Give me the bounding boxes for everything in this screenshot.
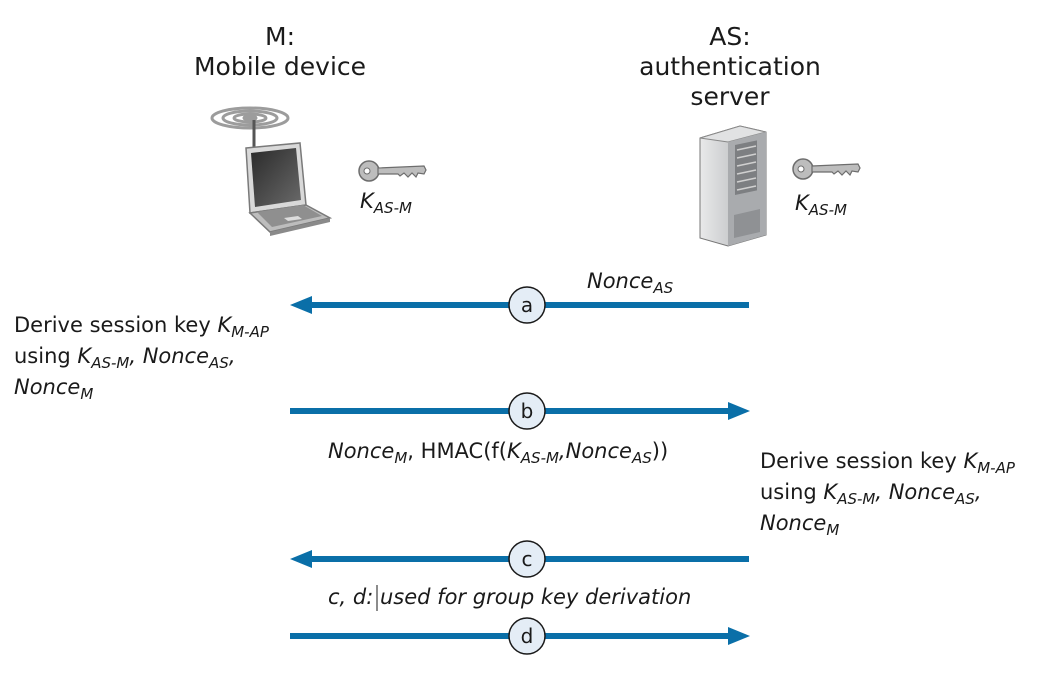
arrow-b: b (290, 392, 750, 430)
message-b: NonceM, HMAC(f(KAS-M,NonceAS)) (328, 439, 669, 467)
auth-server-name-2: server (690, 82, 770, 111)
auth-server-label: AS: (709, 22, 751, 51)
laptop-icon (245, 120, 333, 236)
key-label-server: KAS-M (795, 191, 847, 219)
key-icon (358, 160, 427, 182)
mobile-device-label: M: (265, 22, 295, 51)
message-a: NonceAS (587, 269, 674, 297)
derive-line-2: using KAS-M, NonceAS, (760, 480, 982, 508)
step-label-d: d (521, 624, 534, 648)
message-cd: c, d: used for group key derivation (328, 585, 692, 609)
derive-line-3: NonceM (760, 511, 840, 539)
arrow-c: c (290, 540, 749, 578)
auth-server-name-1: authentication (639, 52, 821, 81)
step-label-c: c (522, 547, 533, 571)
derive-line-1: Derive session key KM-AP (14, 313, 269, 341)
mobile-device-title: M: Mobile device (160, 22, 400, 82)
derive-line-1: Derive session key KM-AP (760, 449, 1015, 477)
wireless-signal-icon (210, 106, 290, 130)
derive-line-3: NonceM (14, 375, 94, 403)
key-label-mobile: KAS-M (360, 189, 412, 217)
auth-server-title: AS: authentication server (610, 22, 850, 112)
arrow-a: a (290, 286, 749, 324)
mobile-device-name: Mobile device (193, 52, 367, 81)
step-label-b: b (521, 399, 534, 423)
key-icon (792, 158, 861, 180)
derive-text-left: Derive session key KM-AP using KAS-M, No… (14, 310, 269, 403)
step-label-a: a (521, 293, 533, 317)
arrow-d: d (290, 617, 750, 655)
derive-text-right: Derive session key KM-AP using KAS-M, No… (760, 446, 1015, 539)
server-icon (699, 125, 767, 247)
derive-line-2: using KAS-M, NonceAS, (14, 344, 236, 372)
